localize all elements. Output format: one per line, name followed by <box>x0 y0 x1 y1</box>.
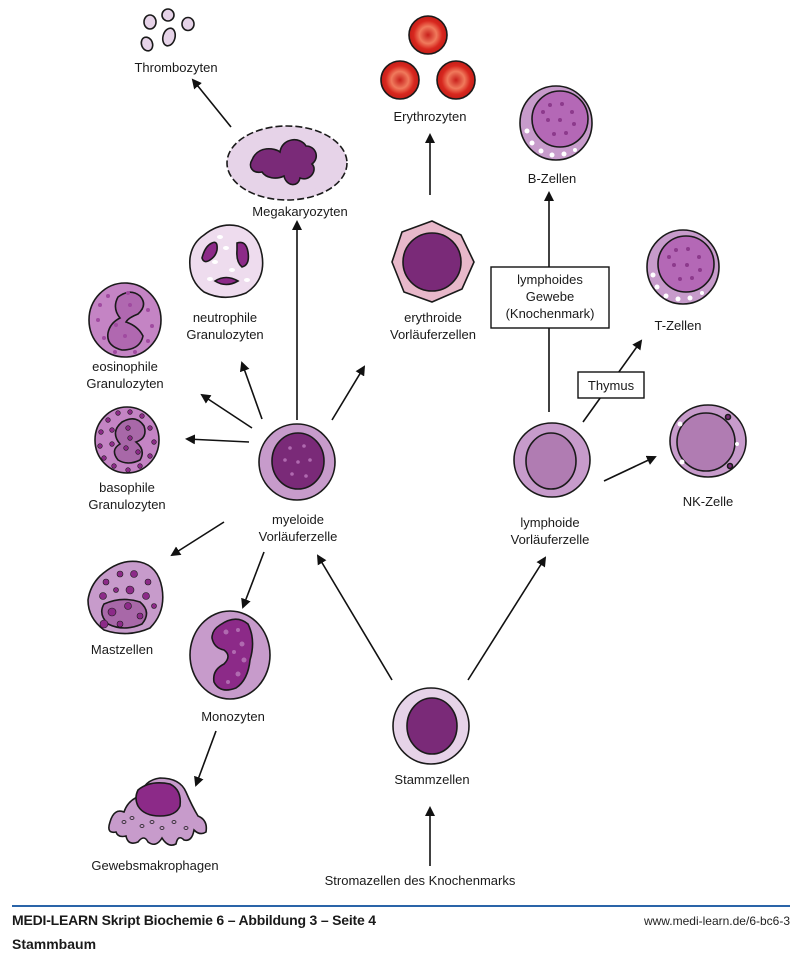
eosinophile-label-1: eosinophile <box>92 359 158 374</box>
arrow-megakaryo-to-thrombo <box>191 78 232 128</box>
b-zellen-icon <box>519 85 593 161</box>
box-lymphoides-gewebe: lymphoides Gewebe (Knochenmark) <box>490 266 610 329</box>
neutrophile-label-2: Granulozyten <box>186 327 263 342</box>
footer-subtitle: Stammbaum <box>12 936 97 952</box>
arrow-stamm-to-lymphoid <box>467 556 547 681</box>
erythrozyten-label: Erythrozyten <box>394 109 467 124</box>
monozyten-icon <box>189 610 271 700</box>
arrow-myeloid-to-eosino <box>200 393 253 429</box>
footer-divider <box>12 905 790 907</box>
thymus-label: Thymus <box>588 378 635 393</box>
nk-zelle-icon <box>669 404 747 478</box>
footer-title: MEDI-LEARN Skript Biochemie 6 – Abbildun… <box>12 912 376 928</box>
box-line-2: Gewebe <box>526 289 574 304</box>
nk-zelle-label: NK-Zelle <box>683 494 734 509</box>
stammzellen-icon <box>392 687 470 765</box>
myeloide-label-1: myeloide <box>272 512 324 527</box>
box-thymus: Thymus <box>577 371 645 399</box>
neutrophile-granulozyten-icon <box>188 224 264 299</box>
stammzellen-label: Stammzellen <box>394 772 469 787</box>
neutrophile-label-1: neutrophile <box>193 310 257 325</box>
erythrozyten-icon <box>380 15 476 100</box>
arrow-stamm-to-myeloid <box>316 554 393 681</box>
myeloide-vorlaeuferzelle-icon <box>258 423 336 501</box>
thrombozyten-icon <box>140 8 195 52</box>
arrow-myeloid-to-baso <box>185 434 250 445</box>
arrow-lymphoid-to-nk <box>603 455 657 482</box>
basophile-label-1: basophile <box>99 480 155 495</box>
megakaryozyten-icon <box>226 125 348 201</box>
stromazellen-label: Stromazellen des Knochenmarks <box>325 873 516 888</box>
t-zellen-label: T-Zellen <box>655 318 702 333</box>
erythroide-label-2: Vorläuferzellen <box>390 327 476 342</box>
erythroide-label-1: erythroide <box>404 310 462 325</box>
gewebsmakrophagen-label: Gewebsmakrophagen <box>91 858 218 873</box>
eosinophile-label-2: Granulozyten <box>86 376 163 391</box>
basophile-granulozyten-icon <box>94 406 160 474</box>
lymphoide-label-2: Vorläuferzelle <box>511 532 590 547</box>
footer-url[interactable]: www.medi-learn.de/6-bc6-3 <box>643 914 790 928</box>
megakaryozyten-label: Megakaryozyten <box>252 204 347 219</box>
lymphoide-label-1: lymphoide <box>520 515 579 530</box>
arrow-myeloid-to-erythroid <box>331 365 366 421</box>
box-line-3: (Knochenmark) <box>506 306 595 321</box>
arrow-mono-to-makro <box>194 730 217 787</box>
mastzellen-label: Mastzellen <box>91 642 153 657</box>
arrow-myeloid-to-mono <box>241 551 265 609</box>
eosinophile-granulozyten-icon <box>88 282 162 358</box>
lymphoide-vorlaeuferzelle-icon <box>513 422 591 498</box>
basophile-label-2: Granulozyten <box>88 497 165 512</box>
gewebsmakrophagen-icon <box>108 777 208 846</box>
monozyten-label: Monozyten <box>201 709 265 724</box>
myeloide-label-2: Vorläuferzelle <box>259 529 338 544</box>
box-line-1: lymphoides <box>517 272 583 287</box>
arrow-myeloid-to-mast <box>170 521 225 557</box>
erythroide-vorlaeuferzellen-icon <box>391 220 475 303</box>
arrow-myeloid-to-neutro <box>239 361 263 420</box>
thrombozyten-label: Thrombozyten <box>134 60 217 75</box>
t-zellen-icon <box>646 229 720 305</box>
mastzellen-icon <box>87 560 164 635</box>
b-zellen-label: B-Zellen <box>528 171 576 186</box>
hematopoiesis-diagram: lymphoides Gewebe (Knochenmark) Thymus T… <box>86 8 747 888</box>
